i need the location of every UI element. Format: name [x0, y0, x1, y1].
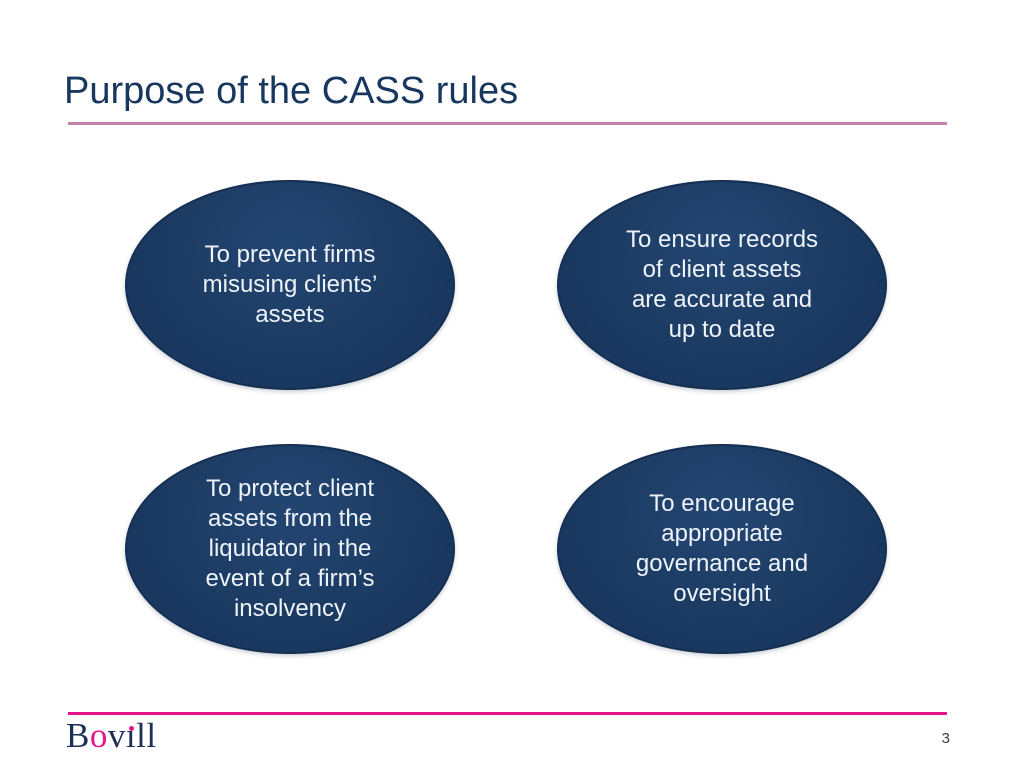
oval-text-line: To encourage: [649, 490, 795, 517]
bovill-logo: Bovıll: [66, 718, 157, 753]
oval-text-line: governance and: [635, 550, 809, 577]
oval-text-line: misusing clients’: [202, 271, 378, 298]
logo-letter-b: B: [66, 716, 90, 755]
oval-text-line: assets: [255, 301, 325, 328]
oval-protect-from-liquidator: To protect client assets from the liquid…: [125, 444, 455, 654]
oval-text-line: To ensure records: [625, 226, 819, 253]
oval-text-line: To protect client: [205, 475, 375, 502]
oval-text-line: up to date: [668, 316, 776, 343]
oval-text-line: To prevent firms: [204, 241, 376, 268]
title-underline: [68, 122, 947, 125]
oval-prevent-misuse-text: To prevent firms misusing clients’ asset…: [203, 240, 378, 330]
oval-governance-oversight-text: To encourage appropriate governance and …: [636, 489, 808, 609]
oval-protect-from-liquidator-text: To protect client assets from the liquid…: [206, 474, 375, 624]
logo-letters-ll: ll: [136, 716, 157, 755]
slide-title: Purpose of the CASS rules: [64, 70, 519, 112]
oval-text-line: insolvency: [233, 595, 347, 622]
oval-prevent-misuse: To prevent firms misusing clients’ asset…: [125, 180, 455, 390]
oval-text-line: of client assets: [642, 256, 802, 283]
oval-text-line: are accurate and: [631, 286, 813, 313]
oval-text-line: oversight: [673, 580, 771, 607]
oval-governance-oversight: To encourage appropriate governance and …: [557, 444, 887, 654]
oval-text-line: assets from the: [207, 505, 373, 532]
logo-letter-v: v: [107, 716, 126, 755]
oval-text-line: liquidator in the: [208, 535, 372, 562]
logo-letter-i: ı: [125, 716, 137, 755]
oval-text-line: event of a firm’s: [205, 565, 375, 592]
oval-text-line: appropriate: [661, 520, 783, 547]
oval-accurate-records: To ensure records of client assets are a…: [557, 180, 887, 390]
logo-letter-o: o: [89, 716, 108, 755]
page-number: 3: [941, 730, 950, 747]
oval-accurate-records-text: To ensure records of client assets are a…: [626, 225, 818, 345]
footer-rule: [68, 712, 947, 715]
